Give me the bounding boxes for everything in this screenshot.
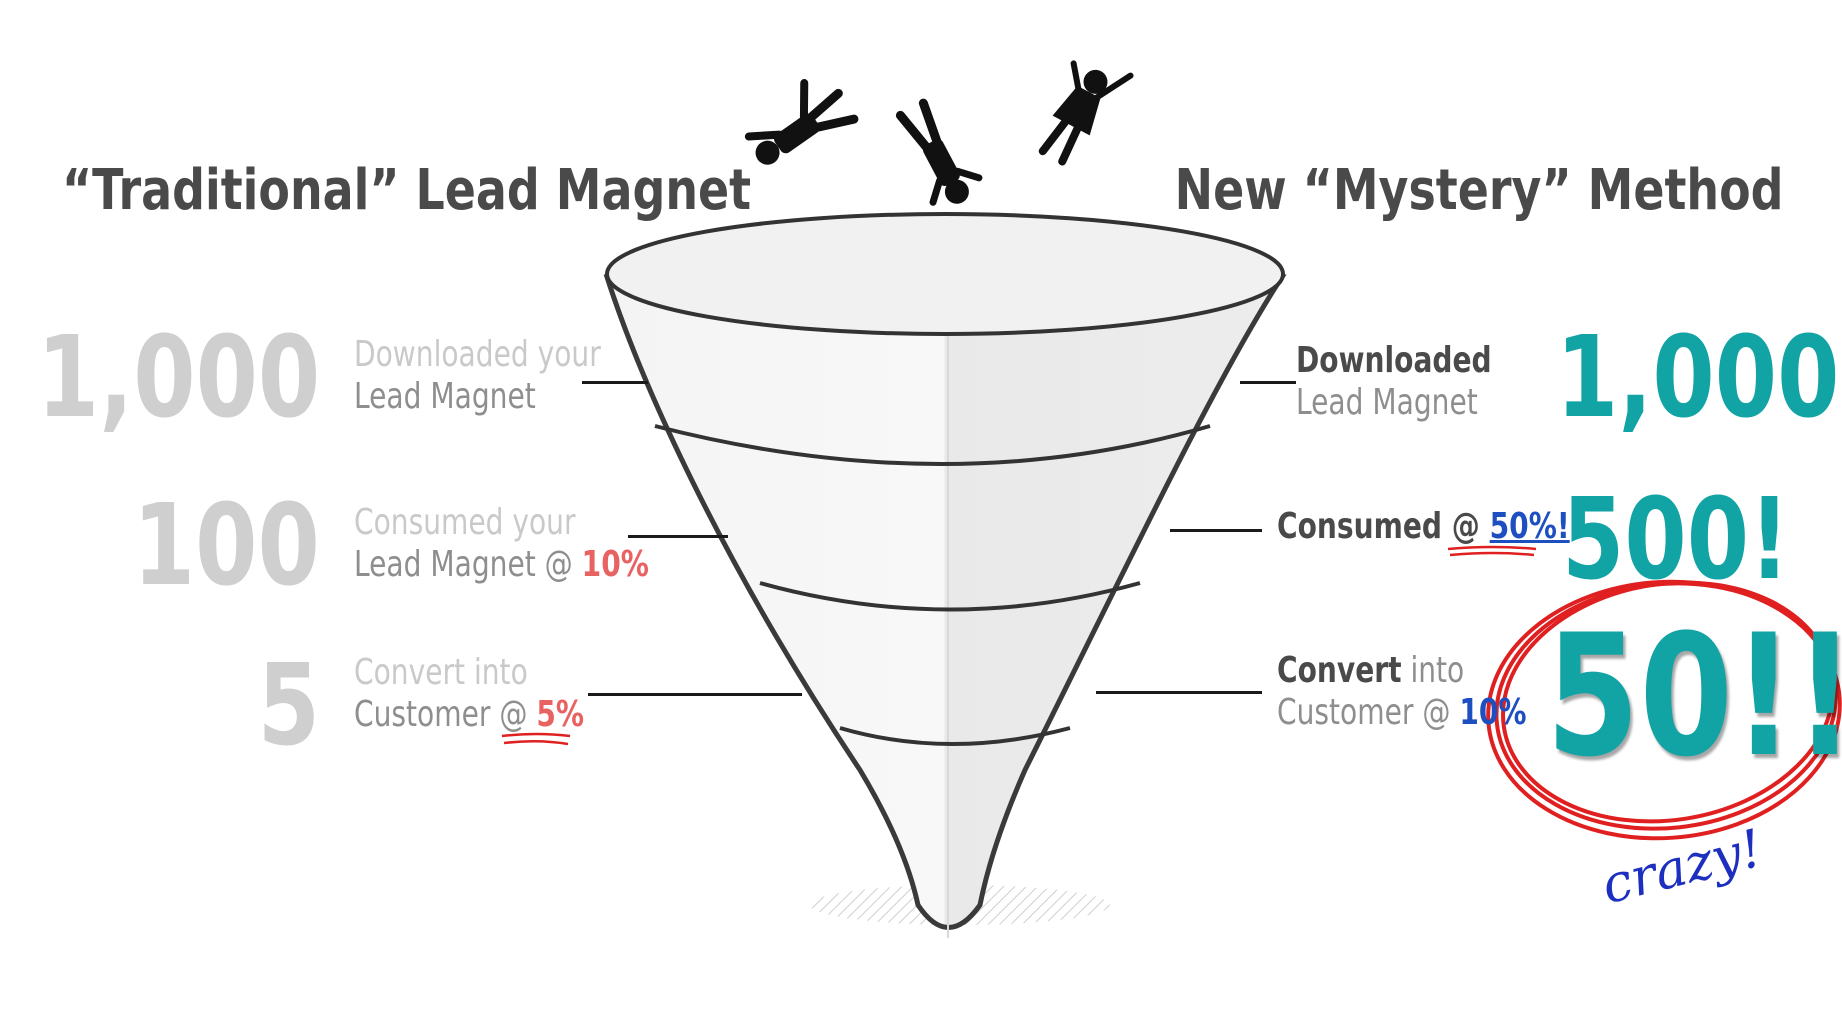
left-heading: “Traditional” Lead Magnet xyxy=(62,158,752,223)
right-leader-2 xyxy=(1170,529,1262,532)
left-number-downloaded: 1,000 xyxy=(36,313,320,443)
left-pct-convert: 5% xyxy=(536,694,585,735)
left-leader-2 xyxy=(628,535,728,538)
right-number-consumed: 500! xyxy=(1562,475,1790,605)
left-leader-3 xyxy=(588,693,802,696)
right-heading: New “Mystery” Method xyxy=(1175,158,1784,223)
left-desc-convert: Convert into Customer @ 5% xyxy=(354,652,585,735)
falling-person-icon xyxy=(744,79,859,165)
funnel-band-1 xyxy=(654,424,1211,466)
red-underline-icon xyxy=(1447,545,1537,557)
left-desc-consumed: Consumed your Lead Magnet @ 10% xyxy=(354,502,649,585)
funnel-band-2 xyxy=(759,581,1141,612)
funnel-body xyxy=(603,274,1287,930)
right-desc-convert: Convert into Customer @ 10% xyxy=(1277,650,1527,733)
funnel-band-3 xyxy=(839,726,1071,746)
right-leader-1 xyxy=(1240,381,1296,384)
red-underline-icon xyxy=(501,732,571,746)
right-desc-consumed: Consumed @ 50%! xyxy=(1277,506,1570,547)
right-pct-convert: 10% xyxy=(1459,692,1527,733)
left-number-convert: 5 xyxy=(257,641,320,771)
funnel-rim xyxy=(605,212,1285,336)
left-pct-consumed: 10% xyxy=(581,544,649,585)
right-desc-downloaded: Downloaded Lead Magnet xyxy=(1296,340,1492,423)
right-leader-3 xyxy=(1096,691,1262,694)
left-leader-1 xyxy=(582,381,648,384)
right-number-downloaded: 1,000 xyxy=(1556,313,1840,443)
right-pct-consumed: 50%! xyxy=(1489,506,1570,547)
left-desc-downloaded: Downloaded your Lead Magnet xyxy=(354,334,601,417)
left-number-consumed: 100 xyxy=(132,481,320,611)
falling-woman-icon xyxy=(1038,60,1134,166)
right-number-convert: 50!! xyxy=(1546,598,1842,794)
highlight-circle xyxy=(1486,579,1842,841)
falling-person-icon xyxy=(895,98,983,206)
